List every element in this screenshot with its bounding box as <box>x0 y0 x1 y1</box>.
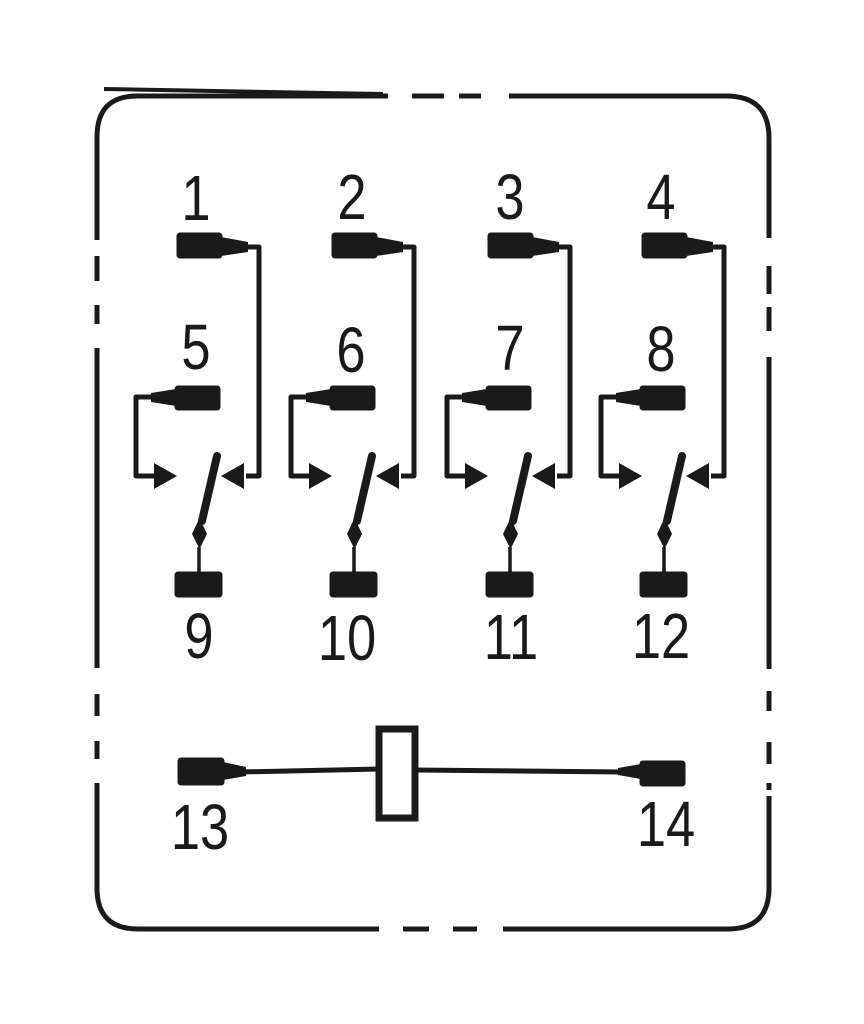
pin-label-3: 3 <box>495 162 524 233</box>
coil-wire-right <box>413 767 623 775</box>
pole-1-graphic <box>136 233 259 597</box>
pole-3-graphic <box>447 233 570 597</box>
pin-label-9: 9 <box>184 601 213 672</box>
pin-label-4: 4 <box>646 162 675 233</box>
case-outline <box>94 87 772 932</box>
case-top-left-corner <box>94 93 388 240</box>
pin-label-13: 13 <box>171 792 229 863</box>
coil-pin-pad-13 <box>177 757 225 786</box>
pole-1 <box>136 233 259 597</box>
coil-pin-pad-14 <box>639 760 686 787</box>
pin-label-7: 7 <box>495 313 524 384</box>
pole-4-graphic <box>601 233 724 597</box>
pin-label-14: 14 <box>637 789 695 860</box>
pin-label-1: 1 <box>181 163 210 234</box>
coil-pin-14-taper <box>618 764 641 779</box>
coil-circuit <box>177 725 686 822</box>
pin-label-8: 8 <box>646 314 675 385</box>
case-top-right-corner <box>509 93 772 238</box>
pin-label-6: 6 <box>336 315 365 386</box>
case-bottom-right-corner <box>503 796 772 932</box>
case-bottom-left-corner <box>94 783 379 932</box>
pole-3 <box>447 233 570 597</box>
pole-2-graphic <box>291 233 414 597</box>
pole-2 <box>291 233 414 597</box>
case-sketch-overshoot <box>103 87 384 96</box>
coil-pin-13-taper <box>223 762 246 780</box>
pin-label-11: 11 <box>484 602 538 673</box>
pin-label-5: 5 <box>181 312 210 383</box>
coil-wire-left <box>239 766 381 775</box>
pin-labels: 1 2 3 4 5 6 7 8 9 10 11 12 13 14 <box>171 162 695 863</box>
pin-label-2: 2 <box>337 162 366 233</box>
pin-label-10: 10 <box>318 603 376 674</box>
coil-symbol <box>375 725 419 822</box>
pole-4 <box>601 233 724 597</box>
pin-label-12: 12 <box>632 601 690 672</box>
